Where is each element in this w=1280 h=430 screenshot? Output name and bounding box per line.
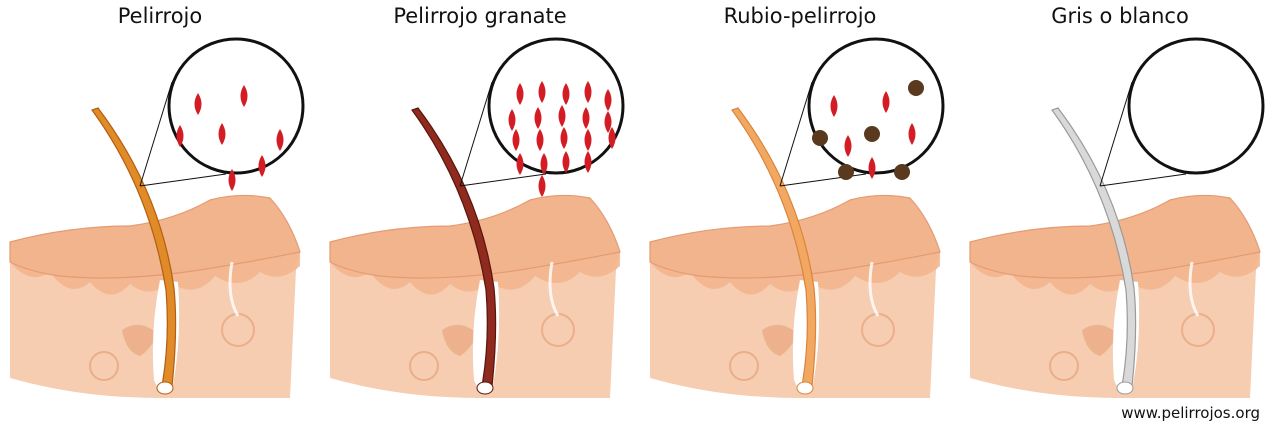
red-pigment-granule xyxy=(584,151,592,173)
red-pigment-granule xyxy=(536,129,544,151)
pigment-granules xyxy=(508,81,616,197)
sweat-gland-coil xyxy=(89,351,119,381)
red-pigment-granule xyxy=(562,83,570,105)
red-pigment-granule xyxy=(868,157,876,179)
brown-pigment-granule xyxy=(864,126,880,142)
red-pigment-granule xyxy=(194,93,202,115)
sweat-duct xyxy=(868,261,880,317)
sweat-gland-coil xyxy=(409,351,439,381)
red-pigment-granule xyxy=(908,123,916,145)
zoom-pointer-line xyxy=(139,173,227,187)
skin-hair-illustration xyxy=(329,37,625,398)
panel-title: Gris o blanco xyxy=(1051,4,1189,28)
red-pigment-granule xyxy=(516,153,524,175)
red-pigment-granule xyxy=(540,153,548,175)
sebaceous-gland xyxy=(122,324,158,356)
red-pigment-granule xyxy=(258,155,266,177)
red-pigment-granule xyxy=(558,105,566,127)
sweat-duct xyxy=(1188,261,1200,317)
red-pigment-granule xyxy=(562,151,570,173)
red-pigment-granule xyxy=(844,135,852,157)
red-pigment-granule xyxy=(608,127,616,149)
skin-hair-illustration xyxy=(969,37,1265,398)
red-pigment-granule xyxy=(560,127,568,149)
zoom-pointer-line xyxy=(1099,173,1187,187)
sebaceous-gland xyxy=(1082,324,1118,356)
brown-pigment-granule xyxy=(908,80,924,96)
red-pigment-granule xyxy=(582,107,590,129)
red-pigment-granule xyxy=(276,129,284,151)
skin-hair-illustration xyxy=(9,37,305,398)
zoom-pointer-line xyxy=(779,173,867,187)
sweat-duct xyxy=(548,261,560,317)
panel-pelirrojo: Pelirrojo xyxy=(0,0,320,430)
brown-pigment-granule xyxy=(894,164,910,180)
hair-bulb xyxy=(796,381,814,395)
red-pigment-granule xyxy=(176,125,184,147)
red-pigment-granule xyxy=(534,107,542,129)
skin-hair-illustration xyxy=(649,37,945,398)
zoom-pointer-line xyxy=(139,81,173,187)
panel-gris-o-blanco: Gris o blanco xyxy=(960,0,1280,430)
panel-title: Rubio-pelirrojo xyxy=(723,4,877,28)
brown-pigment-granule xyxy=(812,130,828,146)
red-pigment-granule xyxy=(538,175,546,197)
red-pigment-granule xyxy=(516,83,524,105)
panel-rubio-pelirrojo: Rubio-pelirrojo xyxy=(640,0,960,430)
red-pigment-granule xyxy=(240,85,248,107)
hair-bulb xyxy=(156,381,174,395)
zoom-pointer-line xyxy=(459,81,493,187)
pigment-granules xyxy=(176,85,284,191)
zoom-pointer-line xyxy=(779,81,813,187)
red-pigment-granule xyxy=(584,129,592,151)
panel-title: Pelirrojo xyxy=(117,4,203,28)
zoom-pointer-line xyxy=(1099,81,1133,187)
red-pigment-granule xyxy=(228,169,236,191)
sebaceous-gland xyxy=(762,324,798,356)
site-watermark: www.pelirrojos.org xyxy=(1121,404,1260,422)
brown-pigment-granule xyxy=(838,164,854,180)
red-pigment-granule xyxy=(584,81,592,103)
zoom-circle xyxy=(1127,37,1265,175)
zoom-circle xyxy=(487,37,625,175)
sweat-gland-coil xyxy=(729,351,759,381)
sweat-duct xyxy=(228,261,240,317)
zoom-circle xyxy=(167,37,305,175)
pigment-granules xyxy=(812,80,924,180)
red-pigment-granule xyxy=(538,81,546,103)
zoom-circle xyxy=(807,37,945,175)
hair-bulb xyxy=(476,381,494,395)
red-pigment-granule xyxy=(882,91,890,113)
panel-title: Pelirrojo granate xyxy=(393,4,567,28)
red-pigment-granule xyxy=(218,123,226,145)
panel-pelirrojo-granate: Pelirrojo granate xyxy=(320,0,640,430)
hair-bulb xyxy=(1116,381,1134,395)
red-pigment-granule xyxy=(604,111,612,133)
zoom-pointer-line xyxy=(459,173,547,187)
sebaceous-gland xyxy=(442,324,478,356)
red-pigment-granule xyxy=(830,95,838,117)
sweat-gland-coil xyxy=(1049,351,1079,381)
red-pigment-granule xyxy=(512,129,520,151)
red-pigment-granule xyxy=(604,89,612,111)
red-pigment-granule xyxy=(508,109,516,131)
